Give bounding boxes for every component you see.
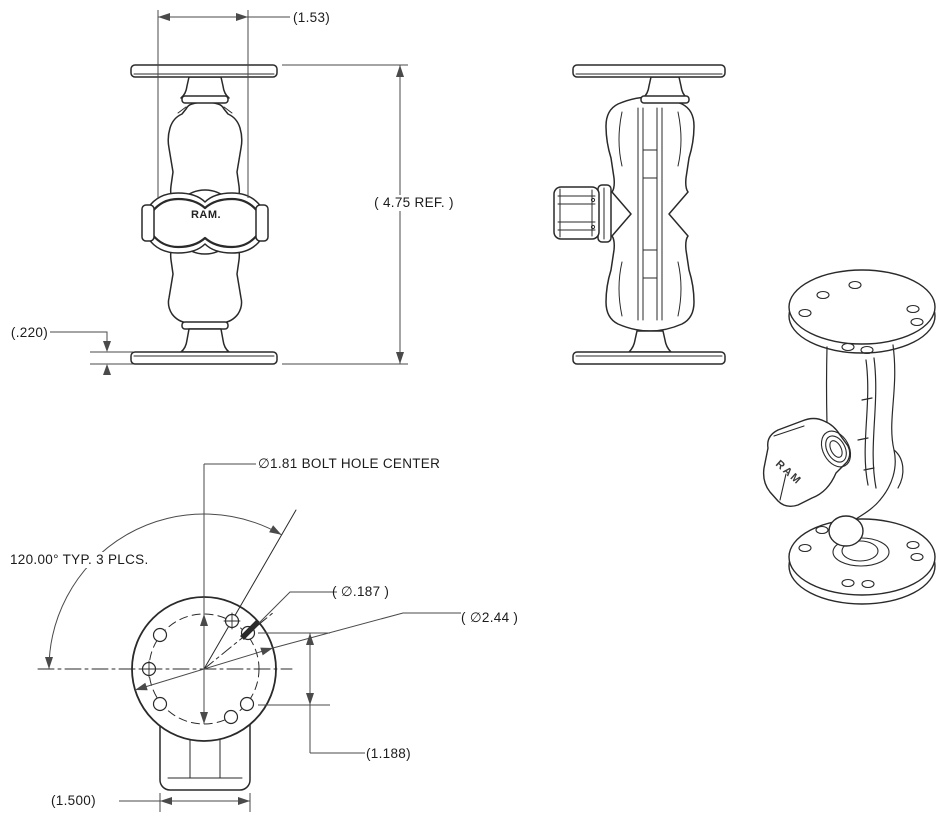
iso-bottom-plate [788,518,936,605]
iso-ball [828,515,864,547]
iso-top-plate [788,269,936,355]
front-bottom-plate [130,351,278,365]
front-knob-cap-right [255,204,269,242]
side-bottom-plate [572,351,726,365]
knob-brand-text-front: RAM. [190,209,222,221]
dim-label-base-diameter: ( ∅2.44 ) [461,610,519,625]
dim-label-overall-height: ( 4.75 REF. ) [360,195,468,211]
front-view-dimensions [50,10,408,375]
dim-label-hole-diameter: ( ∅.187 ) [332,584,390,599]
iso-arm [825,344,904,522]
front-top-collar [181,95,229,104]
front-bottom-collar [181,321,229,330]
side-view-drawing [553,64,726,365]
dim-label-plate-thickness: (.220) [10,325,48,340]
front-lower-socket [167,247,243,324]
bolt-holes [141,613,256,725]
side-top-collar [640,95,690,104]
side-bottom-neck [628,330,672,353]
front-top-neck [180,76,230,99]
front-top-plate [130,64,278,78]
dim-label-hole-pair-spacing: (1.188) [366,746,411,761]
iso-knob [762,417,852,508]
dim-label-hole-angle-note: 120.00° TYP. 3 PLCS. [8,552,151,568]
dim-label-bolt-circle-note: ∅1.81 BOLT HOLE CENTER [258,456,441,471]
front-view-drawing [130,64,278,365]
bottom-view-dimensions [45,463,461,812]
side-knob [553,186,600,240]
dim-label-arm-width: (1.500) [51,793,96,808]
side-top-neck [642,76,688,99]
front-upper-socket [167,101,243,199]
dim-label-ball-width: (1.53) [293,10,331,25]
side-top-plate [572,64,726,78]
front-bottom-neck [180,328,230,353]
side-arm-body [605,96,695,332]
isometric-view-drawing [762,269,936,605]
front-knob-cap-left [141,204,155,242]
